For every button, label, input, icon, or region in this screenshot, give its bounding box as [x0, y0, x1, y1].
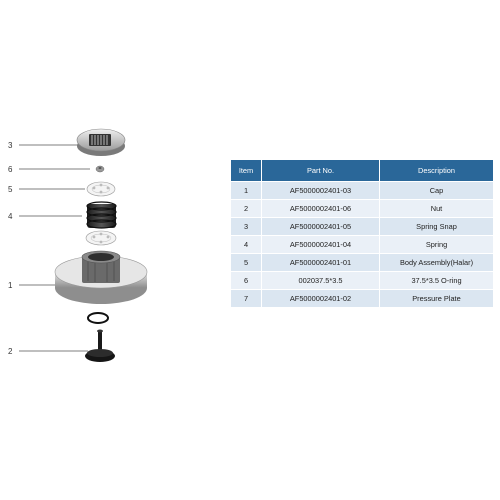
table-row: 6 002037.5*3.5 37.5*3.5 O-ring	[230, 271, 494, 290]
o-ring-part	[87, 312, 109, 324]
cell-part-no: 002037.5*3.5	[261, 271, 380, 290]
table-header-row: Item Part No. Description	[230, 159, 494, 182]
pressure-plate-part	[85, 329, 115, 362]
cell-item: 5	[230, 253, 262, 272]
table-row: 1 AF5000002401-03 Cap	[230, 181, 494, 200]
cell-part-no: AF5000002401-02	[261, 289, 380, 308]
callout-5: 5	[8, 185, 13, 194]
table-row: 3 AF5000002401-05 Spring Snap	[230, 217, 494, 236]
spring-seat-part	[85, 230, 117, 246]
callout-numbers: 3 6 5 4 1 2	[8, 141, 13, 356]
header-description: Description	[379, 159, 494, 182]
cell-part-no: AF5000002401-03	[261, 181, 380, 200]
cell-item: 4	[230, 235, 262, 254]
header-part-no: Part No.	[261, 159, 380, 182]
callout-1: 1	[8, 281, 13, 290]
parts-table: Item Part No. Description 1 AF5000002401…	[230, 159, 494, 308]
callout-4: 4	[8, 212, 13, 221]
callout-2: 2	[8, 347, 13, 356]
table-row: 7 AF5000002401-02 Pressure Plate	[230, 289, 494, 308]
callout-3: 3	[8, 141, 13, 150]
cell-description: Cap	[379, 181, 494, 200]
cell-description: Spring Snap	[379, 217, 494, 236]
callout-6: 6	[8, 165, 13, 174]
cell-item: 7	[230, 289, 262, 308]
spring-snap-part	[86, 181, 116, 197]
table-row: 4 AF5000002401-04 Spring	[230, 235, 494, 254]
cell-description: Spring	[379, 235, 494, 254]
cell-description: Nut	[379, 199, 494, 218]
cell-part-no: AF5000002401-06	[261, 199, 380, 218]
cell-part-no: AF5000002401-01	[261, 253, 380, 272]
cap-part	[76, 128, 126, 156]
cell-item: 6	[230, 271, 262, 290]
table-row: 2 AF5000002401-06 Nut	[230, 199, 494, 218]
header-item: Item	[230, 159, 262, 182]
cell-part-no: AF5000002401-05	[261, 217, 380, 236]
table-row: 5 AF5000002401-01 Body Assembly(Halar)	[230, 253, 494, 272]
cell-item: 2	[230, 199, 262, 218]
cell-item: 3	[230, 217, 262, 236]
cell-description: Pressure Plate	[379, 289, 494, 308]
nut-part	[95, 165, 105, 173]
cell-item: 1	[230, 181, 262, 200]
cell-description: Body Assembly(Halar)	[379, 253, 494, 272]
cell-part-no: AF5000002401-04	[261, 235, 380, 254]
body-assembly-part	[54, 250, 148, 304]
cell-description: 37.5*3.5 O-ring	[379, 271, 494, 290]
leader-lines	[19, 144, 90, 352]
spring-part	[86, 201, 117, 229]
